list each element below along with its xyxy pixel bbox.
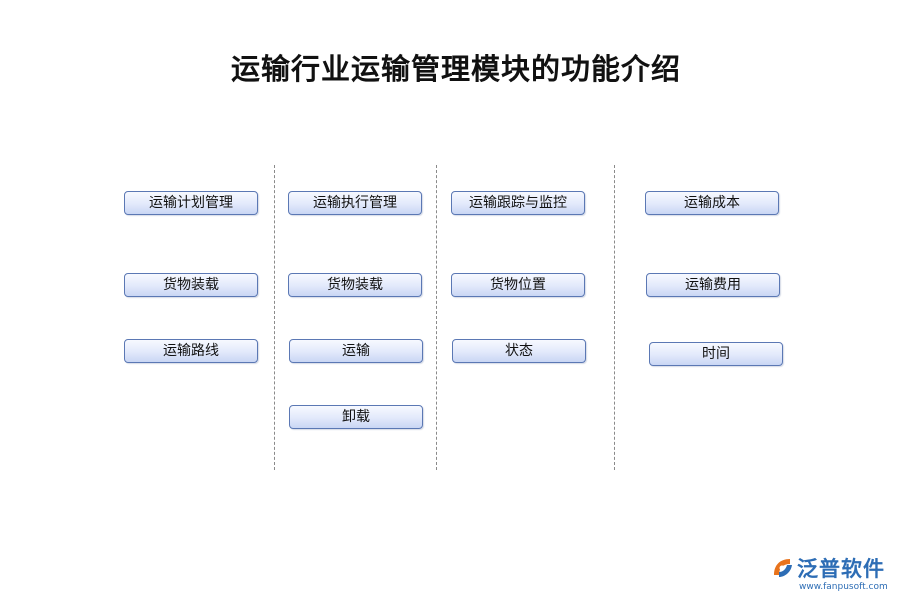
node-col3-item: 货物位置 [451,273,585,297]
logo-name: 泛普软件 [797,557,885,581]
node-col4-header: 运输成本 [645,191,779,215]
node-col1-item: 运输路线 [124,339,258,363]
node-col4-item: 时间 [649,342,783,366]
node-col1-item: 货物装载 [124,273,258,297]
diagram-title: 运输行业运输管理模块的功能介绍 [230,52,681,86]
column-divider [614,165,615,470]
node-col3-item: 状态 [452,339,586,363]
node-col2-item: 运输 [289,339,423,363]
node-col2-item: 货物装载 [288,273,422,297]
node-col2-item: 卸载 [289,405,423,429]
node-col1-header: 运输计划管理 [124,191,258,215]
node-col4-item: 运输费用 [646,273,780,297]
node-col2-header: 运输执行管理 [288,191,422,215]
logo-url: www.fanpusoft.com [799,582,888,592]
node-col3-header: 运输跟踪与监控 [451,191,585,215]
fanpu-logo-icon [770,555,796,581]
fanpu-logo: 泛普软件 www.fanpusoft.com [770,553,894,595]
column-divider [274,165,275,470]
column-divider [436,165,437,470]
